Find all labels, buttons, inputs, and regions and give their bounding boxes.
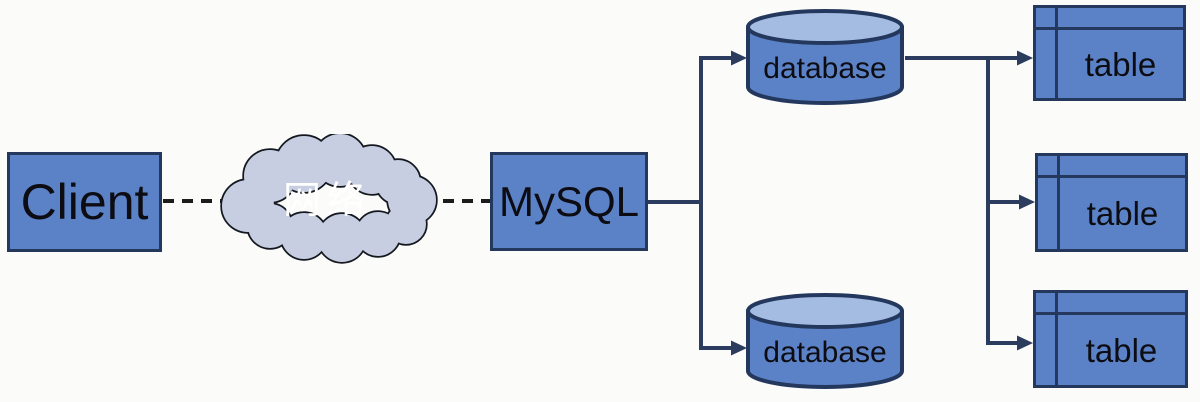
- table-header-divider: [1038, 175, 1185, 178]
- database-top-label: database: [763, 52, 887, 85]
- network-cloud-node: 网络: [214, 134, 440, 264]
- cylinder-icon: [746, 9, 904, 105]
- table-middle-node: table: [1035, 153, 1188, 252]
- database-bottom-node: database: [745, 292, 905, 390]
- table-header-divider: [1036, 312, 1185, 315]
- table-column-divider: [1057, 156, 1060, 249]
- table-bottom-label: table: [1085, 331, 1158, 369]
- arrowhead-table-middle: [1019, 194, 1035, 210]
- client-label: Client: [20, 174, 149, 230]
- table-header-divider: [1036, 27, 1183, 30]
- table-column-divider: [1055, 293, 1058, 385]
- arrowhead-database-top: [731, 50, 747, 66]
- database-bottom-label: database: [763, 336, 887, 369]
- cloud-icon: [220, 134, 438, 264]
- client-node: Client: [7, 152, 162, 252]
- table-middle-label: table: [1086, 195, 1159, 232]
- table-column-divider: [1055, 8, 1058, 98]
- database-top-node: database: [745, 8, 905, 106]
- arrowhead-database-bottom: [731, 340, 747, 356]
- cylinder-icon: [746, 293, 904, 389]
- mysql-label: MySQL: [498, 177, 640, 225]
- table-top-label: table: [1084, 45, 1157, 83]
- mysql-node: MySQL: [490, 152, 648, 251]
- network-label: 网络: [282, 180, 371, 222]
- table-bottom-node: table: [1033, 290, 1188, 388]
- arrowhead-table-top: [1017, 50, 1033, 66]
- table-top-node: table: [1033, 5, 1186, 101]
- arrowhead-table-bottom: [1017, 335, 1033, 351]
